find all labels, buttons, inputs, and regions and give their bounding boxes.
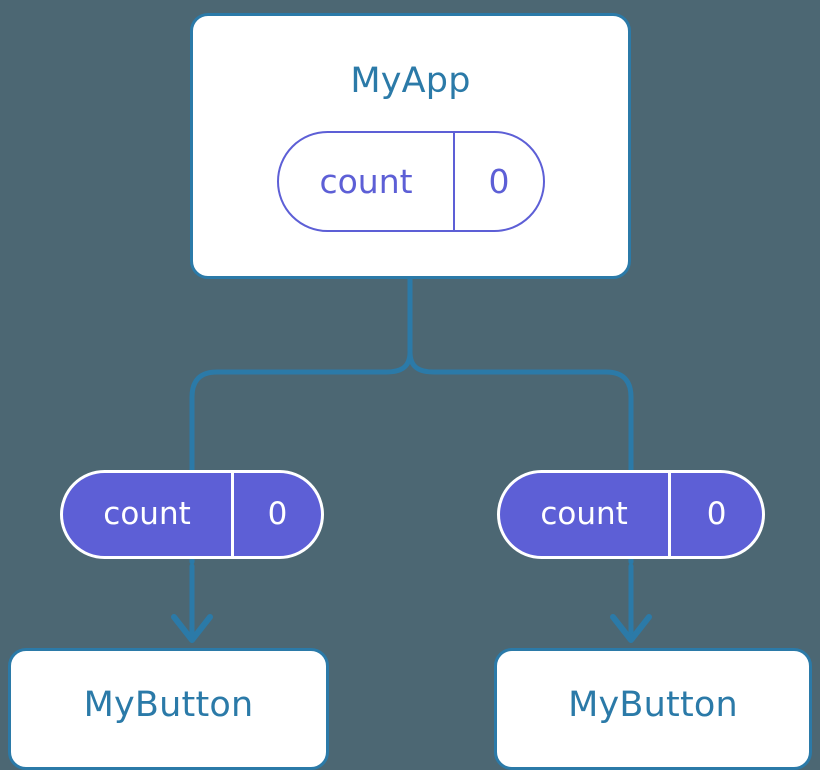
myapp-state-pill[interactable]: count 0 — [277, 131, 545, 232]
mybutton-right-prop-key: count — [540, 496, 628, 532]
mybutton-left-title: MyButton — [83, 684, 254, 725]
mybutton-right-title: MyButton — [568, 684, 738, 725]
mybutton-right-component[interactable]: MyButton — [494, 648, 812, 770]
mybutton-left-prop-key: count — [103, 496, 191, 532]
myapp-state-key: count — [319, 162, 413, 201]
myapp-component-title: MyApp — [350, 61, 471, 101]
mybutton-right-prop-value: 0 — [668, 473, 762, 556]
arrow-head-right-icon — [610, 614, 652, 643]
myapp-state-value: 0 — [453, 133, 543, 230]
mybutton-left-component[interactable]: MyButton — [8, 648, 329, 770]
mybutton-left-prop-value: 0 — [231, 473, 321, 556]
mybutton-left-prop-pill[interactable]: count 0 — [60, 470, 324, 559]
mybutton-right-prop-pill[interactable]: count 0 — [497, 470, 765, 559]
arrow-head-left-icon — [171, 614, 213, 643]
